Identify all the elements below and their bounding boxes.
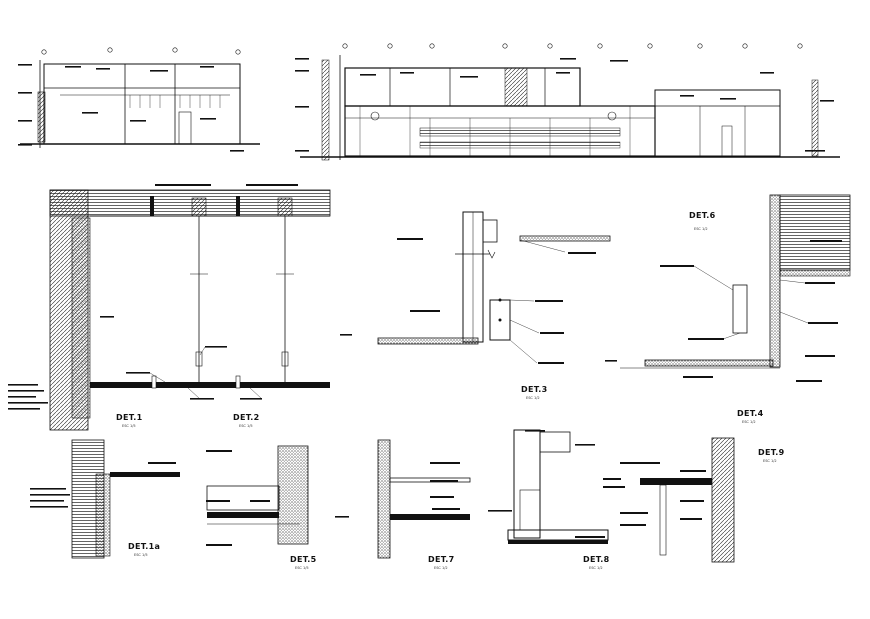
detail-1a-label: DET.1a: [128, 542, 160, 551]
detail-1a-drawing: [30, 439, 180, 559]
detail-8-label: DET.8: [583, 555, 610, 564]
detail-1-scale: ESC 1/5: [122, 424, 136, 428]
section-elevation-left: [18, 47, 260, 152]
detail-8-scale: ESC 1/2: [589, 566, 603, 570]
detail-7-scale: ESC 1/2: [434, 566, 448, 570]
detail-4-label: DET.4: [737, 409, 764, 418]
detail-5-label: DET.5: [290, 555, 317, 564]
detail-5-scale: ESC 1/5: [295, 566, 309, 570]
detail-3-drawing: [340, 211, 611, 364]
section-elevation-right: [295, 43, 840, 161]
detail-2-scale: ESC 1/5: [239, 424, 253, 428]
detail-8-drawing: [488, 429, 609, 544]
detail-7-label: DET.7: [428, 555, 454, 564]
detail-6-scale: ESC 1/2: [694, 227, 708, 231]
detail-1a-scale: ESC 1/5: [134, 553, 148, 557]
detail-6-drawing: [335, 439, 471, 559]
detail-3-scale: ESC 1/2: [526, 396, 540, 400]
detail-3-label: DET.3: [521, 385, 547, 394]
detail-4-scale: ESC 1/2: [742, 420, 756, 424]
detail-4-drawing: [605, 194, 851, 382]
detail-2-label: DET.2: [233, 413, 259, 422]
detail-5-drawing: [206, 445, 309, 546]
detail-titles: DET.1 ESC 1/5 DET.2 ESC 1/5 DET.3 ESC 1/…: [116, 211, 785, 570]
detail-1-2-drawing: [8, 184, 331, 431]
detail-6-label: DET.6: [689, 211, 716, 220]
detail-9-drawing: [603, 437, 735, 563]
detail-9-scale: ESC 1/2: [763, 459, 777, 463]
detail-9-label: DET.9: [758, 448, 785, 457]
detail-1-label: DET.1: [116, 413, 143, 422]
